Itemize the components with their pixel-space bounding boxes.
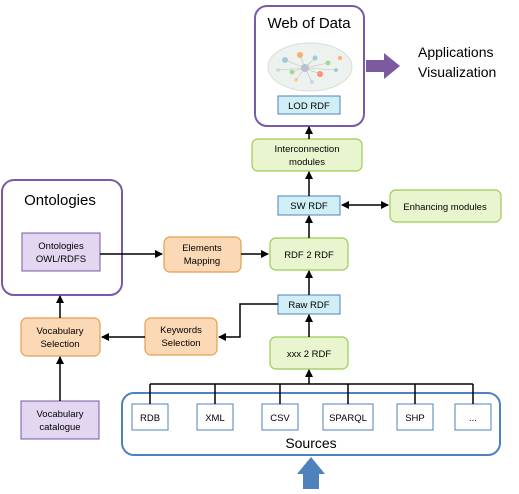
ontologies-container: Ontologies Ontologies OWL/RDFS (1, 179, 123, 296)
rdf2rdf-label: RDF 2 RDF (284, 250, 334, 261)
elements-mapping-line1: Elements (182, 243, 222, 254)
applications-label: Applications (418, 44, 494, 60)
elements-mapping-line2: Mapping (184, 256, 220, 267)
ontologies-owl-line1: Ontologies (38, 241, 84, 252)
visualization-label: Visualization (418, 64, 496, 80)
vocabulary-selection-line1: Vocabulary (36, 326, 83, 337)
lod-cloud-image (267, 42, 353, 92)
sources-container: Sources RDB XML CSV SPARQL SHP ... (121, 392, 501, 456)
source-more-box (454, 403, 492, 431)
arrow-rawrdf-to-keywords (218, 303, 278, 341)
sw-rdf-label: SW RDF (290, 201, 328, 212)
ontologies-owl-box (21, 232, 101, 272)
interconnection-label-line1: Interconnection (275, 144, 340, 155)
vocabulary-catalogue-line2: catalogue (39, 422, 80, 433)
source-shp-label: SHP (405, 413, 425, 424)
keywords-selection-line2: Selection (161, 338, 200, 349)
source-rdb-label: RDB (140, 413, 160, 424)
enhancing-modules-box (389, 189, 502, 223)
applications-arrow (366, 53, 400, 79)
lod-rdf-label: LOD RDF (288, 101, 330, 112)
connectors (56, 126, 474, 404)
xxx2rdf-label: xxx 2 RDF (287, 349, 332, 360)
vocabulary-catalogue-line1: Vocabulary (36, 409, 83, 420)
interconnection-label-line2: modules (289, 157, 325, 168)
keywords-selection-box (144, 317, 218, 356)
source-sparql-label: SPARQL (329, 413, 367, 424)
keywords-selection-line1: Keywords (160, 325, 202, 336)
vocabulary-catalogue-box (20, 400, 100, 440)
raw-rdf-label: Raw RDF (288, 300, 329, 311)
source-csv-label: CSV (270, 413, 290, 424)
ontologies-owl-line2: OWL/RDFS (36, 254, 86, 265)
source-more-label: ... (469, 413, 477, 424)
web-of-data-container: Web of Data LOD RDF (254, 5, 365, 127)
lod-rdf-box (277, 95, 341, 115)
source-rdb-box (131, 403, 169, 431)
vocabulary-selection-line2: Selection (40, 339, 79, 350)
source-xml-label: XML (205, 413, 225, 424)
web-of-data-title: Web of Data (267, 15, 351, 32)
vocabulary-selection-box (20, 317, 101, 357)
sources-title: Sources (285, 435, 336, 451)
source-xml-box (196, 403, 234, 431)
input-arrow (297, 457, 325, 489)
ontologies-title: Ontologies (24, 192, 96, 209)
source-csv-box (261, 403, 299, 431)
source-shp-box (396, 403, 434, 431)
enhancing-modules-label: Enhancing modules (403, 202, 487, 213)
